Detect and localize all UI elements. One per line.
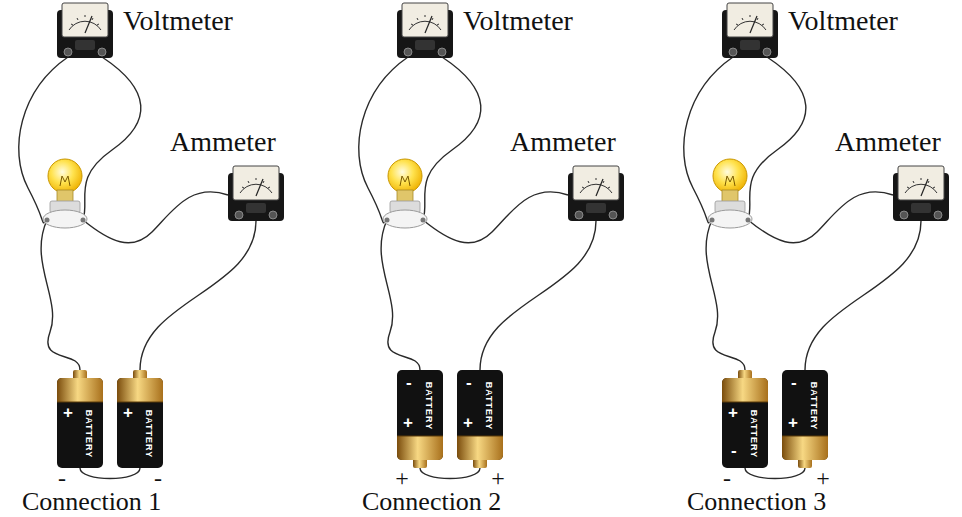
- connection-title: Connection 2: [362, 489, 501, 515]
- terminal-sign: -: [58, 466, 66, 490]
- wire: [420, 468, 480, 479]
- battery: - BATTERY +: [397, 370, 443, 468]
- meter-label: Ammeter: [835, 127, 941, 158]
- bulb-and-wires: [359, 57, 568, 370]
- battery-brand: BATTERY: [84, 410, 93, 459]
- battery-brand: BATTERY: [749, 410, 758, 459]
- polarity-sign: +: [463, 414, 473, 431]
- meter-icon: [893, 165, 949, 221]
- terminal-sign: -: [154, 466, 162, 490]
- meter-label: Ammeter: [510, 127, 616, 158]
- terminal-sign: +: [491, 466, 505, 490]
- meter-icon: [228, 165, 284, 221]
- polarity-sign: +: [788, 414, 798, 431]
- wire: [745, 468, 805, 479]
- terminal-sign: +: [395, 466, 409, 490]
- battery-brand: BATTERY: [144, 410, 153, 459]
- polarity-sign: +: [63, 404, 73, 421]
- wire: [140, 221, 256, 370]
- connection-title: Connection 3: [687, 489, 826, 515]
- polarity-sign: -: [406, 374, 412, 391]
- polarity-sign: -: [731, 442, 737, 459]
- terminal-sign: -: [723, 466, 731, 490]
- voltmeter: Voltmeter: [57, 2, 113, 58]
- wire: [805, 221, 921, 370]
- ammeter: Ammeter: [568, 165, 624, 221]
- polarity-sign: +: [728, 404, 738, 421]
- meter-icon: [568, 165, 624, 221]
- polarity-sign: -: [466, 374, 472, 391]
- battery: + BATTERY: [117, 370, 163, 468]
- connection-title: Connection 1: [22, 489, 161, 515]
- battery: - BATTERY +: [782, 370, 828, 468]
- polarity-sign: +: [123, 404, 133, 421]
- voltmeter: Voltmeter: [397, 2, 453, 58]
- terminal-sign: +: [816, 466, 830, 490]
- battery: - BATTERY +: [457, 370, 503, 468]
- meter-label: Voltmeter: [788, 6, 898, 37]
- battery: + BATTERY -: [722, 370, 768, 468]
- ammeter: Ammeter: [228, 165, 284, 221]
- meter-label: Voltmeter: [123, 6, 233, 37]
- meter-icon: [722, 2, 778, 58]
- bulb-and-wires: [684, 57, 893, 370]
- ammeter: Ammeter: [893, 165, 949, 221]
- wire: [480, 221, 596, 370]
- meter-label: Ammeter: [170, 127, 276, 158]
- meter-icon: [397, 2, 453, 58]
- battery-brand: BATTERY: [424, 382, 433, 431]
- meter-label: Voltmeter: [463, 6, 573, 37]
- battery-brand: BATTERY: [484, 382, 493, 431]
- battery-brand: BATTERY: [809, 382, 818, 431]
- meter-icon: [57, 2, 113, 58]
- polarity-sign: +: [403, 414, 413, 431]
- voltmeter: Voltmeter: [722, 2, 778, 58]
- bulb-and-wires: [19, 57, 228, 370]
- wire: [80, 468, 140, 479]
- battery: + BATTERY: [57, 370, 103, 468]
- polarity-sign: -: [791, 374, 797, 391]
